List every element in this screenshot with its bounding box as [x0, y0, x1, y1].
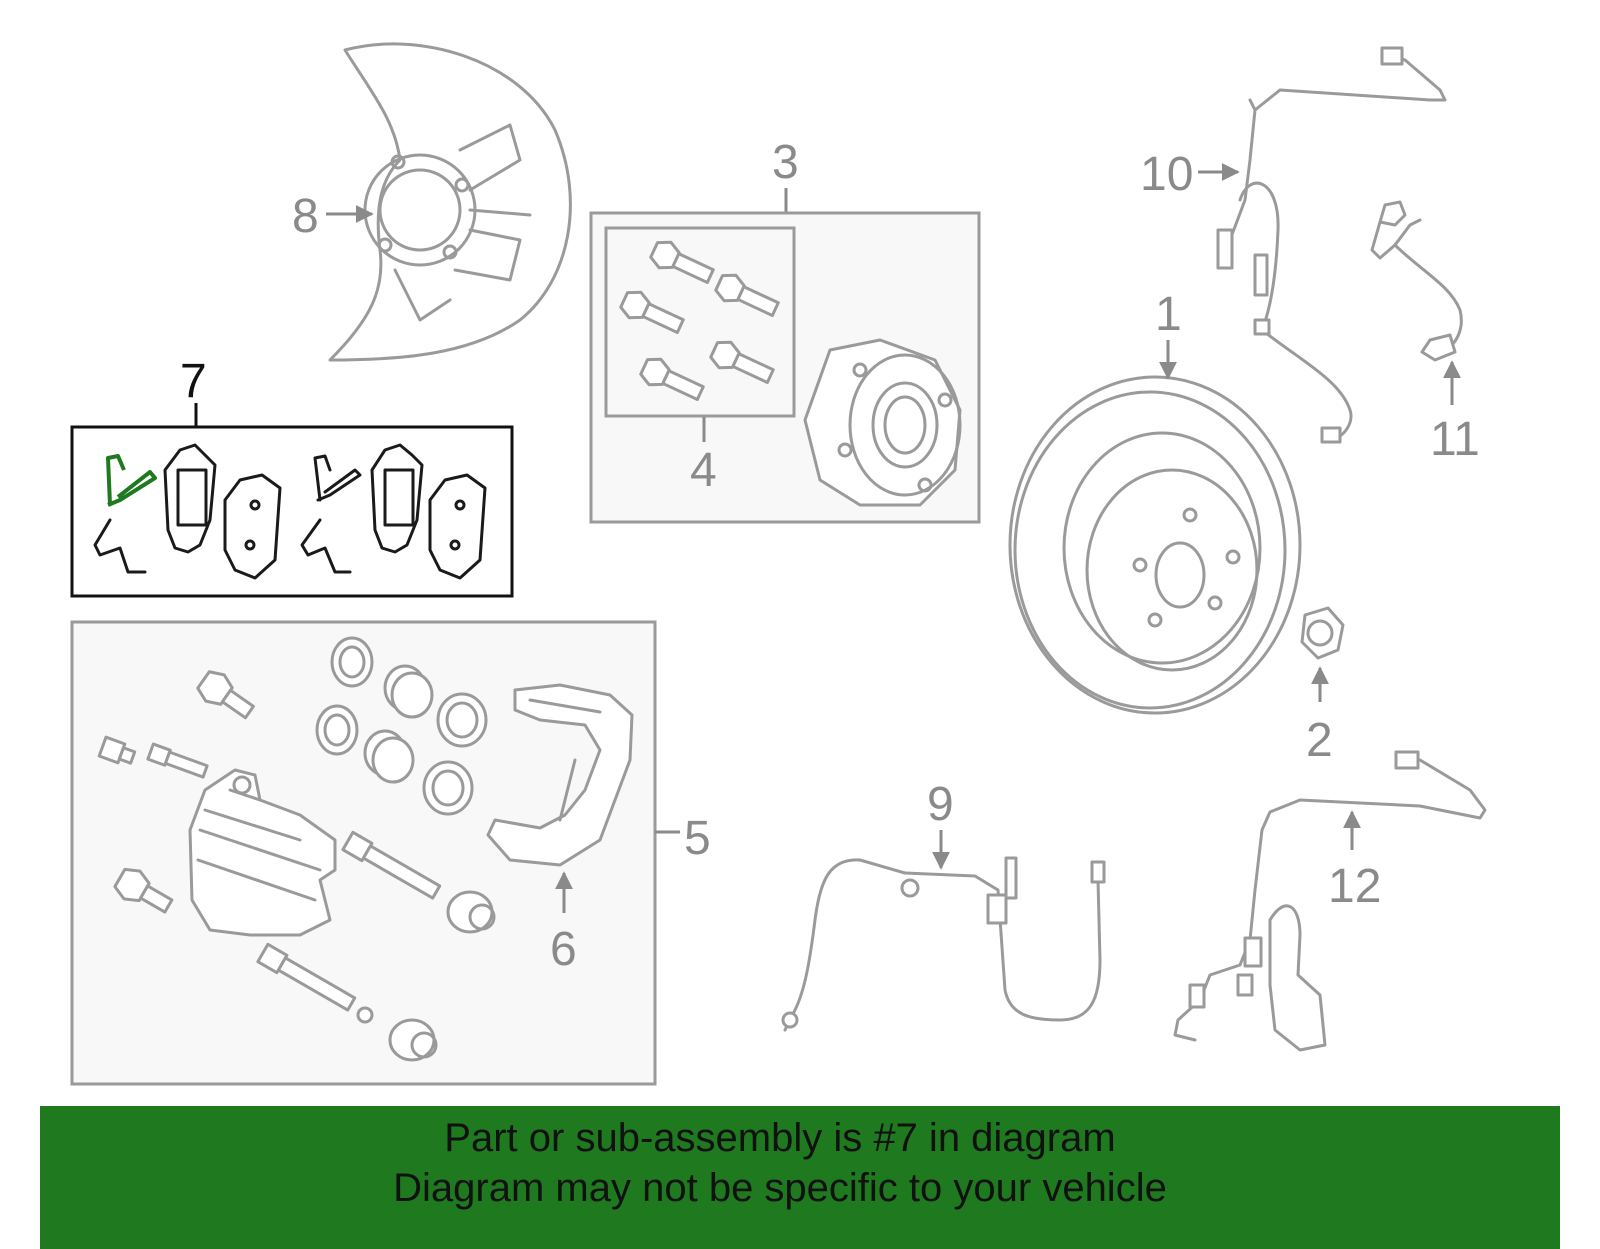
hub-bolts [619, 240, 780, 401]
callout-5: 5 [684, 812, 711, 865]
dust-shield-part-8[interactable] [328, 42, 572, 362]
abs-sensor-wire-part-12[interactable] [1173, 750, 1487, 1052]
callout-9: 9 [927, 778, 954, 831]
abs-sensor-part-11[interactable] [1370, 200, 1463, 362]
callout-8: 8 [292, 190, 319, 243]
caliper-bracket-part-6[interactable] [486, 683, 634, 867]
brake-pad-kit-contents [93, 443, 487, 580]
callout-11: 11 [1430, 413, 1480, 466]
callout-7: 7 [180, 355, 207, 408]
brake-hose-part-9[interactable] [781, 856, 1106, 1032]
callout-10: 10 [1140, 148, 1193, 201]
caliper-body [188, 768, 337, 937]
callout-4: 4 [690, 444, 717, 497]
info-banner: Part or sub-assembly is #7 in diagram Di… [40, 1106, 1560, 1249]
callout-2: 2 [1306, 714, 1333, 767]
callout-1: 1 [1155, 288, 1182, 341]
callout-3: 3 [772, 136, 799, 189]
hub-nut-part-2[interactable] [1300, 606, 1345, 660]
brake-rotor-part-1[interactable] [1008, 375, 1302, 715]
callout-6: 6 [550, 923, 577, 976]
callout-12: 12 [1328, 860, 1381, 913]
banner-line-2: Diagram may not be specific to your vehi… [393, 1166, 1167, 1210]
wheel-hub [803, 338, 962, 507]
caliper-small-parts [97, 636, 496, 1062]
banner-line-1: Part or sub-assembly is #7 in diagram [444, 1116, 1116, 1160]
abs-sensor-wire-part-10[interactable] [1216, 46, 1447, 444]
